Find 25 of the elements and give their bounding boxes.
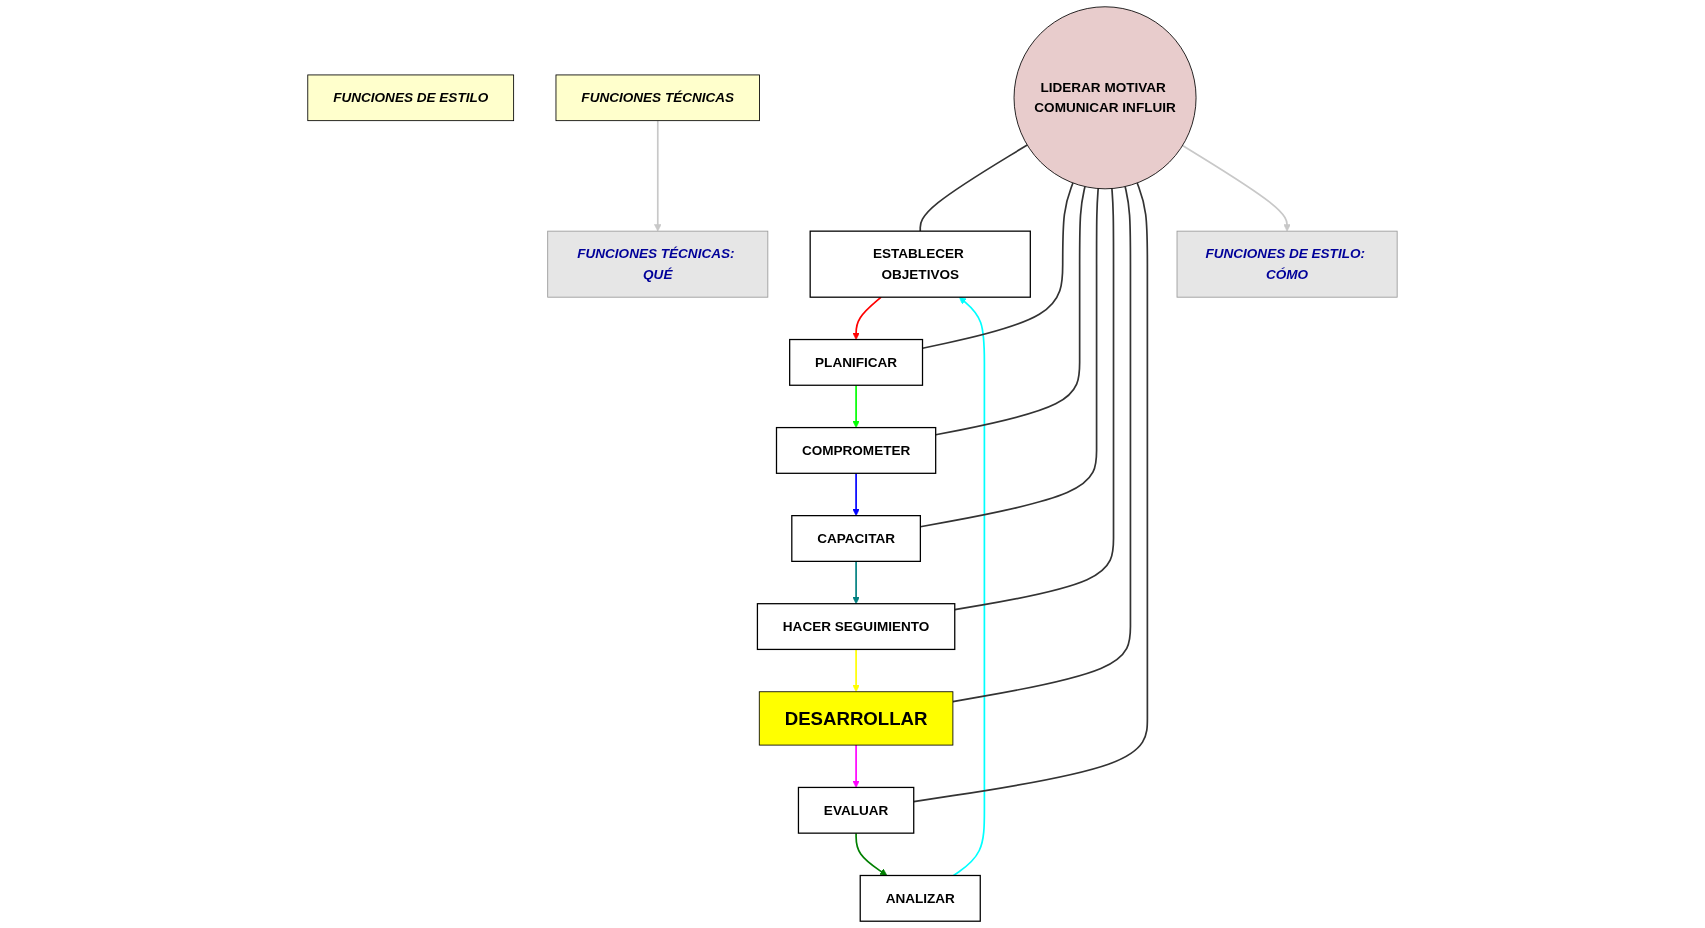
arrow bbox=[654, 119, 662, 232]
node-box: FUNCIONES TÉCNICAS: QUÉ bbox=[547, 230, 769, 298]
arrow bbox=[852, 560, 860, 605]
connector bbox=[952, 185, 1132, 703]
arrow bbox=[1181, 144, 1291, 232]
connector bbox=[919, 144, 1029, 232]
arrow bbox=[852, 296, 883, 340]
arrow bbox=[852, 384, 860, 428]
node-box: COMPROMETER bbox=[775, 426, 937, 474]
node-box: HACER SEGUIMIENTO bbox=[756, 603, 956, 651]
node-box: PLANIFICAR bbox=[789, 338, 924, 386]
arrow bbox=[852, 472, 860, 516]
node-box: FUNCIONES DE ESTILO: CÓMO bbox=[1176, 230, 1398, 298]
node-box: FUNCIONES DE ESTILO bbox=[307, 74, 515, 122]
node-circle: LIDERAR MOTIVAR COMUNICAR INFLUIR bbox=[1013, 6, 1197, 190]
arrow bbox=[852, 744, 860, 788]
arrow bbox=[855, 832, 888, 876]
arrow bbox=[852, 648, 860, 693]
node-box: CAPACITAR bbox=[791, 515, 922, 562]
arrow bbox=[952, 296, 986, 877]
node-box: DESARROLLAR bbox=[758, 691, 954, 746]
node-box: FUNCIONES TÉCNICAS bbox=[555, 74, 760, 122]
node-box: ANALIZAR bbox=[859, 874, 981, 922]
node-box: EVALUAR bbox=[797, 786, 915, 834]
node-box: ESTABLECER OBJETIVOS bbox=[809, 230, 1031, 298]
